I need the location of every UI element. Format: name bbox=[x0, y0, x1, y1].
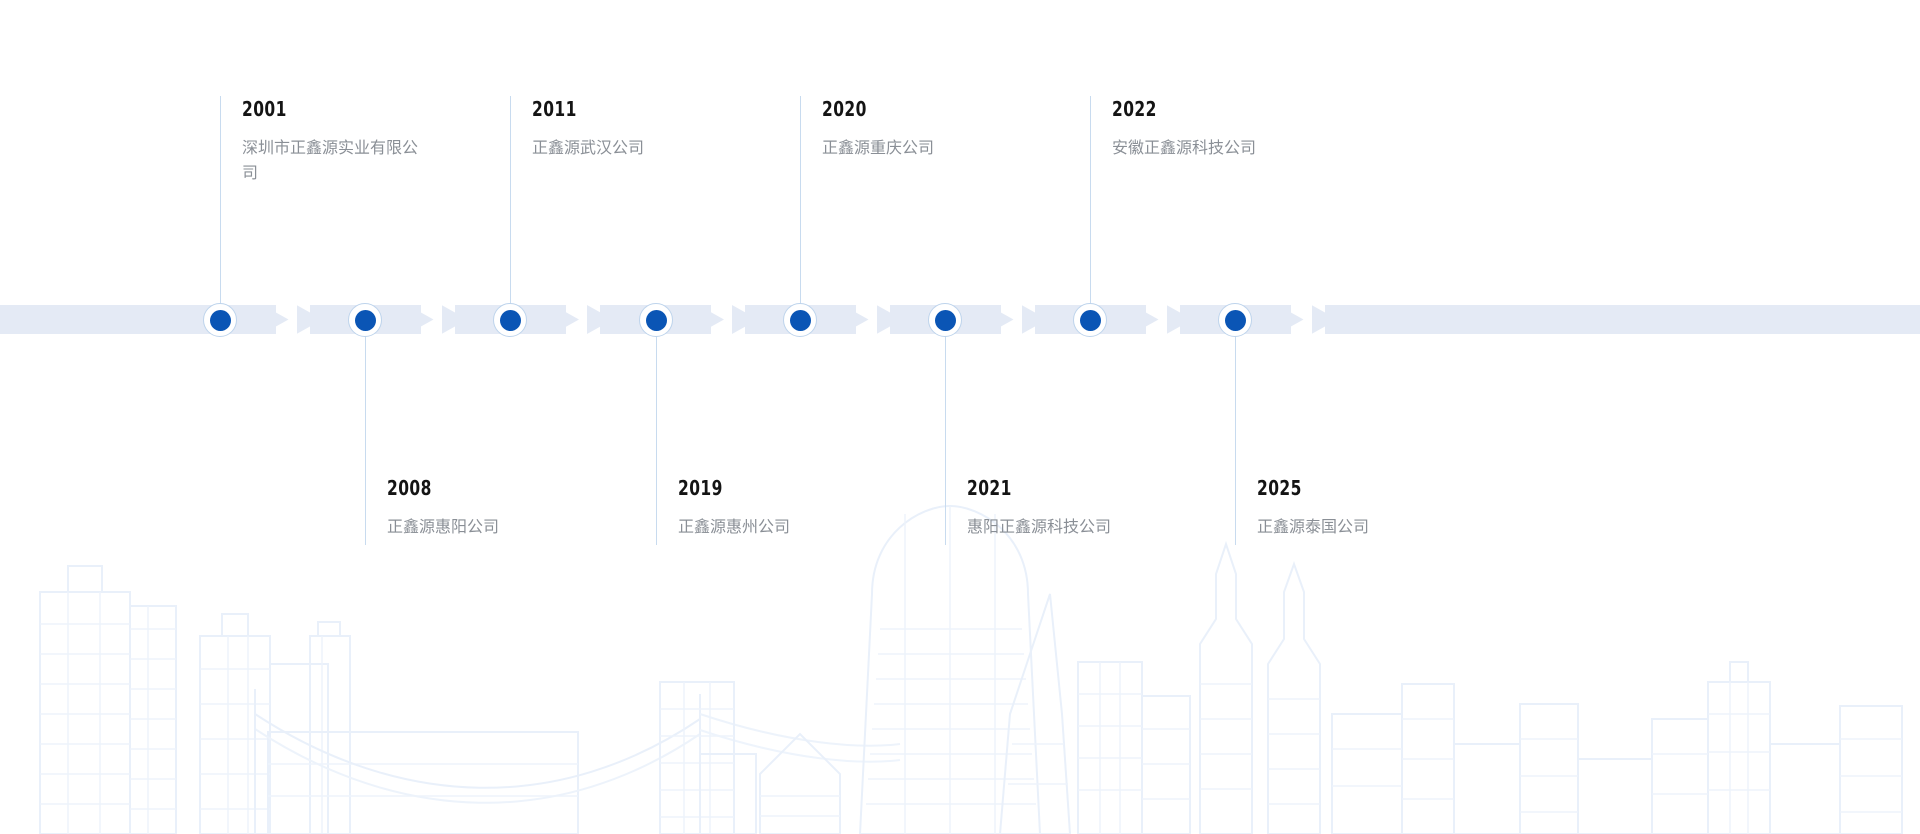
milestone-company-name: 正鑫源惠州公司 bbox=[678, 519, 791, 536]
milestone-2011[interactable]: 2011 正鑫源武汉公司 bbox=[532, 99, 712, 161]
milestone-connector-line bbox=[1235, 319, 1236, 545]
city-skyline-watermark bbox=[39, 504, 1903, 834]
timeline-node-2021[interactable] bbox=[928, 303, 962, 337]
milestone-year: 2020 bbox=[822, 97, 867, 121]
milestone-company-name: 正鑫源泰国公司 bbox=[1257, 519, 1370, 536]
milestone-connector-line bbox=[365, 319, 366, 545]
milestone-company-name: 正鑫源重庆公司 bbox=[822, 140, 935, 157]
milestone-company-name: 正鑫源武汉公司 bbox=[532, 140, 645, 157]
milestone-2025[interactable]: 2025 正鑫源泰国公司 bbox=[1257, 478, 1369, 540]
milestone-year: 2019 bbox=[678, 476, 723, 500]
milestone-connector-line bbox=[1090, 96, 1091, 319]
milestone-year: 2025 bbox=[1257, 476, 1302, 500]
milestone-2001[interactable]: 2001 深圳市正鑫源实业有限公司 bbox=[242, 99, 422, 186]
milestone-year: 2001 bbox=[242, 97, 287, 121]
milestone-year: 2008 bbox=[387, 476, 432, 500]
milestone-connector-line bbox=[220, 96, 221, 319]
milestone-connector-line bbox=[800, 96, 801, 319]
node-dot-icon bbox=[499, 309, 521, 331]
milestone-year: 2011 bbox=[532, 97, 577, 121]
milestone-company-name: 深圳市正鑫源实业有限公司 bbox=[242, 140, 419, 182]
milestone-year: 2022 bbox=[1112, 97, 1157, 121]
timeline-band bbox=[0, 305, 1920, 334]
node-dot-icon bbox=[1079, 309, 1101, 331]
node-dot-icon bbox=[1224, 309, 1246, 331]
node-dot-icon bbox=[789, 309, 811, 331]
node-dot-icon bbox=[645, 309, 667, 331]
timeline-node-2022[interactable] bbox=[1073, 303, 1107, 337]
milestone-company-name: 惠阳正鑫源科技公司 bbox=[967, 519, 1112, 536]
milestone-connector-line bbox=[510, 96, 511, 319]
milestone-2022[interactable]: 2022 安徽正鑫源科技公司 bbox=[1112, 99, 1292, 161]
timeline-node-2019[interactable] bbox=[639, 303, 673, 337]
node-dot-icon bbox=[354, 309, 376, 331]
milestone-connector-line bbox=[656, 319, 657, 545]
milestone-2020[interactable]: 2020 正鑫源重庆公司 bbox=[822, 99, 1002, 161]
milestone-2008[interactable]: 2008 正鑫源惠阳公司 bbox=[387, 478, 499, 540]
milestone-connector-line bbox=[945, 319, 946, 545]
timeline-node-2008[interactable] bbox=[348, 303, 382, 337]
milestone-year: 2021 bbox=[967, 476, 1012, 500]
milestone-2021[interactable]: 2021 惠阳正鑫源科技公司 bbox=[967, 478, 1111, 540]
timeline-node-2001[interactable] bbox=[203, 303, 237, 337]
milestone-company-name: 正鑫源惠阳公司 bbox=[387, 519, 500, 536]
node-dot-icon bbox=[934, 309, 956, 331]
timeline-node-2020[interactable] bbox=[783, 303, 817, 337]
milestone-2019[interactable]: 2019 正鑫源惠州公司 bbox=[678, 478, 790, 540]
timeline-node-2011[interactable] bbox=[493, 303, 527, 337]
timeline-node-2025[interactable] bbox=[1218, 303, 1252, 337]
node-dot-icon bbox=[209, 309, 231, 331]
milestone-company-name: 安徽正鑫源科技公司 bbox=[1112, 140, 1257, 157]
